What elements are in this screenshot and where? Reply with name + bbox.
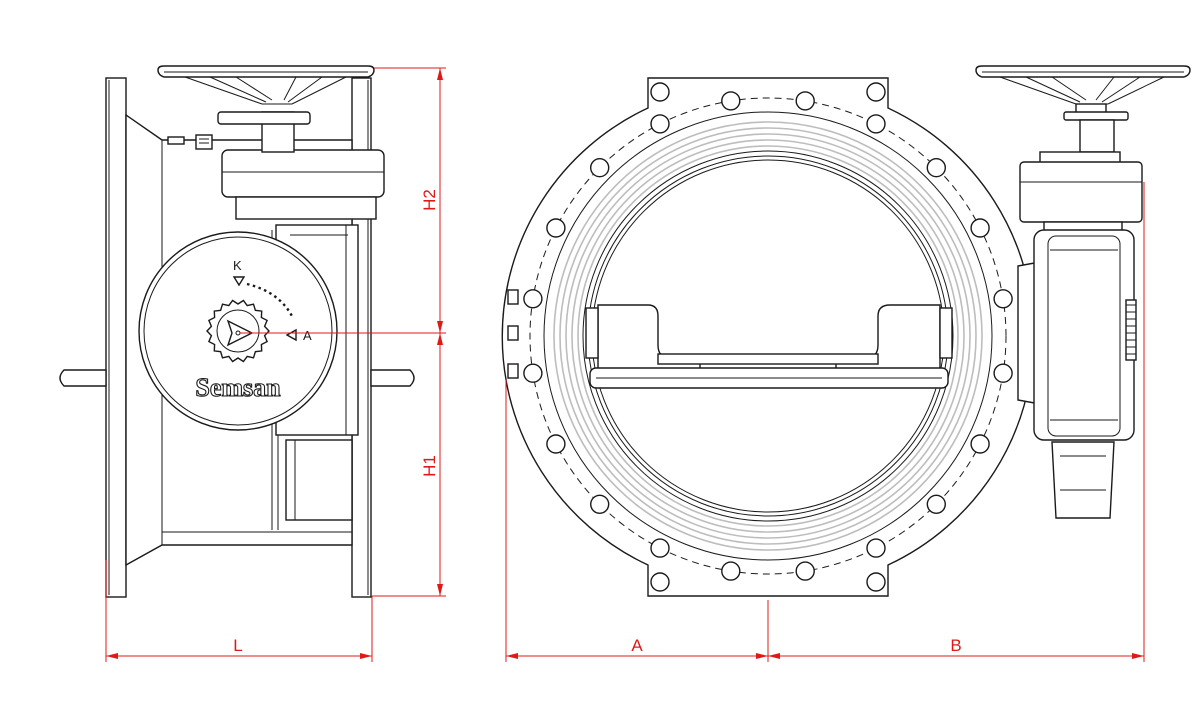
gear-head <box>221 149 385 198</box>
bolt-hole <box>970 434 990 454</box>
bolt-hole <box>926 157 946 178</box>
dim-label-h2: H2 <box>420 189 439 211</box>
bolt-hole <box>926 494 946 514</box>
gearbox-view <box>975 65 1191 519</box>
bolt-holes <box>523 82 1013 592</box>
bolt-hole <box>993 289 1013 309</box>
lug-bolt-hole <box>650 82 670 102</box>
bolt-hole <box>721 91 741 111</box>
handwheel-spokes-end <box>999 76 1165 105</box>
gearbox-housing <box>1019 161 1143 223</box>
right-shaft-stub <box>370 369 415 387</box>
closed-marker <box>232 276 246 287</box>
handwheel-spokes-side <box>184 76 347 105</box>
bolt-hole <box>866 114 886 134</box>
travel-arc <box>246 282 295 319</box>
brand-logo: Semsan <box>195 373 281 402</box>
nameplate-mark <box>195 134 213 150</box>
bolt-hole <box>866 538 886 558</box>
bolt-circle <box>529 97 1007 575</box>
bolt-hole <box>590 157 610 178</box>
left-shaft-stub <box>59 369 107 387</box>
lug-bolt-hole <box>866 82 886 102</box>
dimension-labels: H2 H1 L A B <box>233 189 961 655</box>
seat-ring <box>553 121 983 551</box>
bolt-hole <box>523 363 543 383</box>
bolt-hole <box>795 91 815 111</box>
dim-label-b: B <box>950 636 961 655</box>
bolt-hole <box>795 561 815 581</box>
lug-bolt-hole <box>866 572 886 592</box>
front-view <box>501 77 1035 597</box>
bolt-hole <box>993 363 1013 383</box>
dimension-lines <box>105 67 1145 662</box>
bolt-hole <box>546 218 566 238</box>
bolt-hole <box>650 538 670 558</box>
open-label: A <box>303 328 312 343</box>
dim-label-a: A <box>631 636 643 655</box>
gearbox-body <box>1033 229 1135 441</box>
dim-label-h1: H1 <box>420 455 439 477</box>
bolt-hole <box>650 114 670 134</box>
closed-label: K <box>233 258 242 273</box>
bolt-hole <box>546 434 566 454</box>
lug-bolt-hole <box>650 572 670 592</box>
side-view: K A Semsan <box>59 65 415 598</box>
bolt-hole <box>970 218 990 238</box>
bolt-hole <box>721 561 741 581</box>
dim-label-l: L <box>233 636 242 655</box>
bolt-hole <box>590 494 610 514</box>
bolt-hole <box>523 289 543 309</box>
nameplate-mark <box>167 136 185 145</box>
